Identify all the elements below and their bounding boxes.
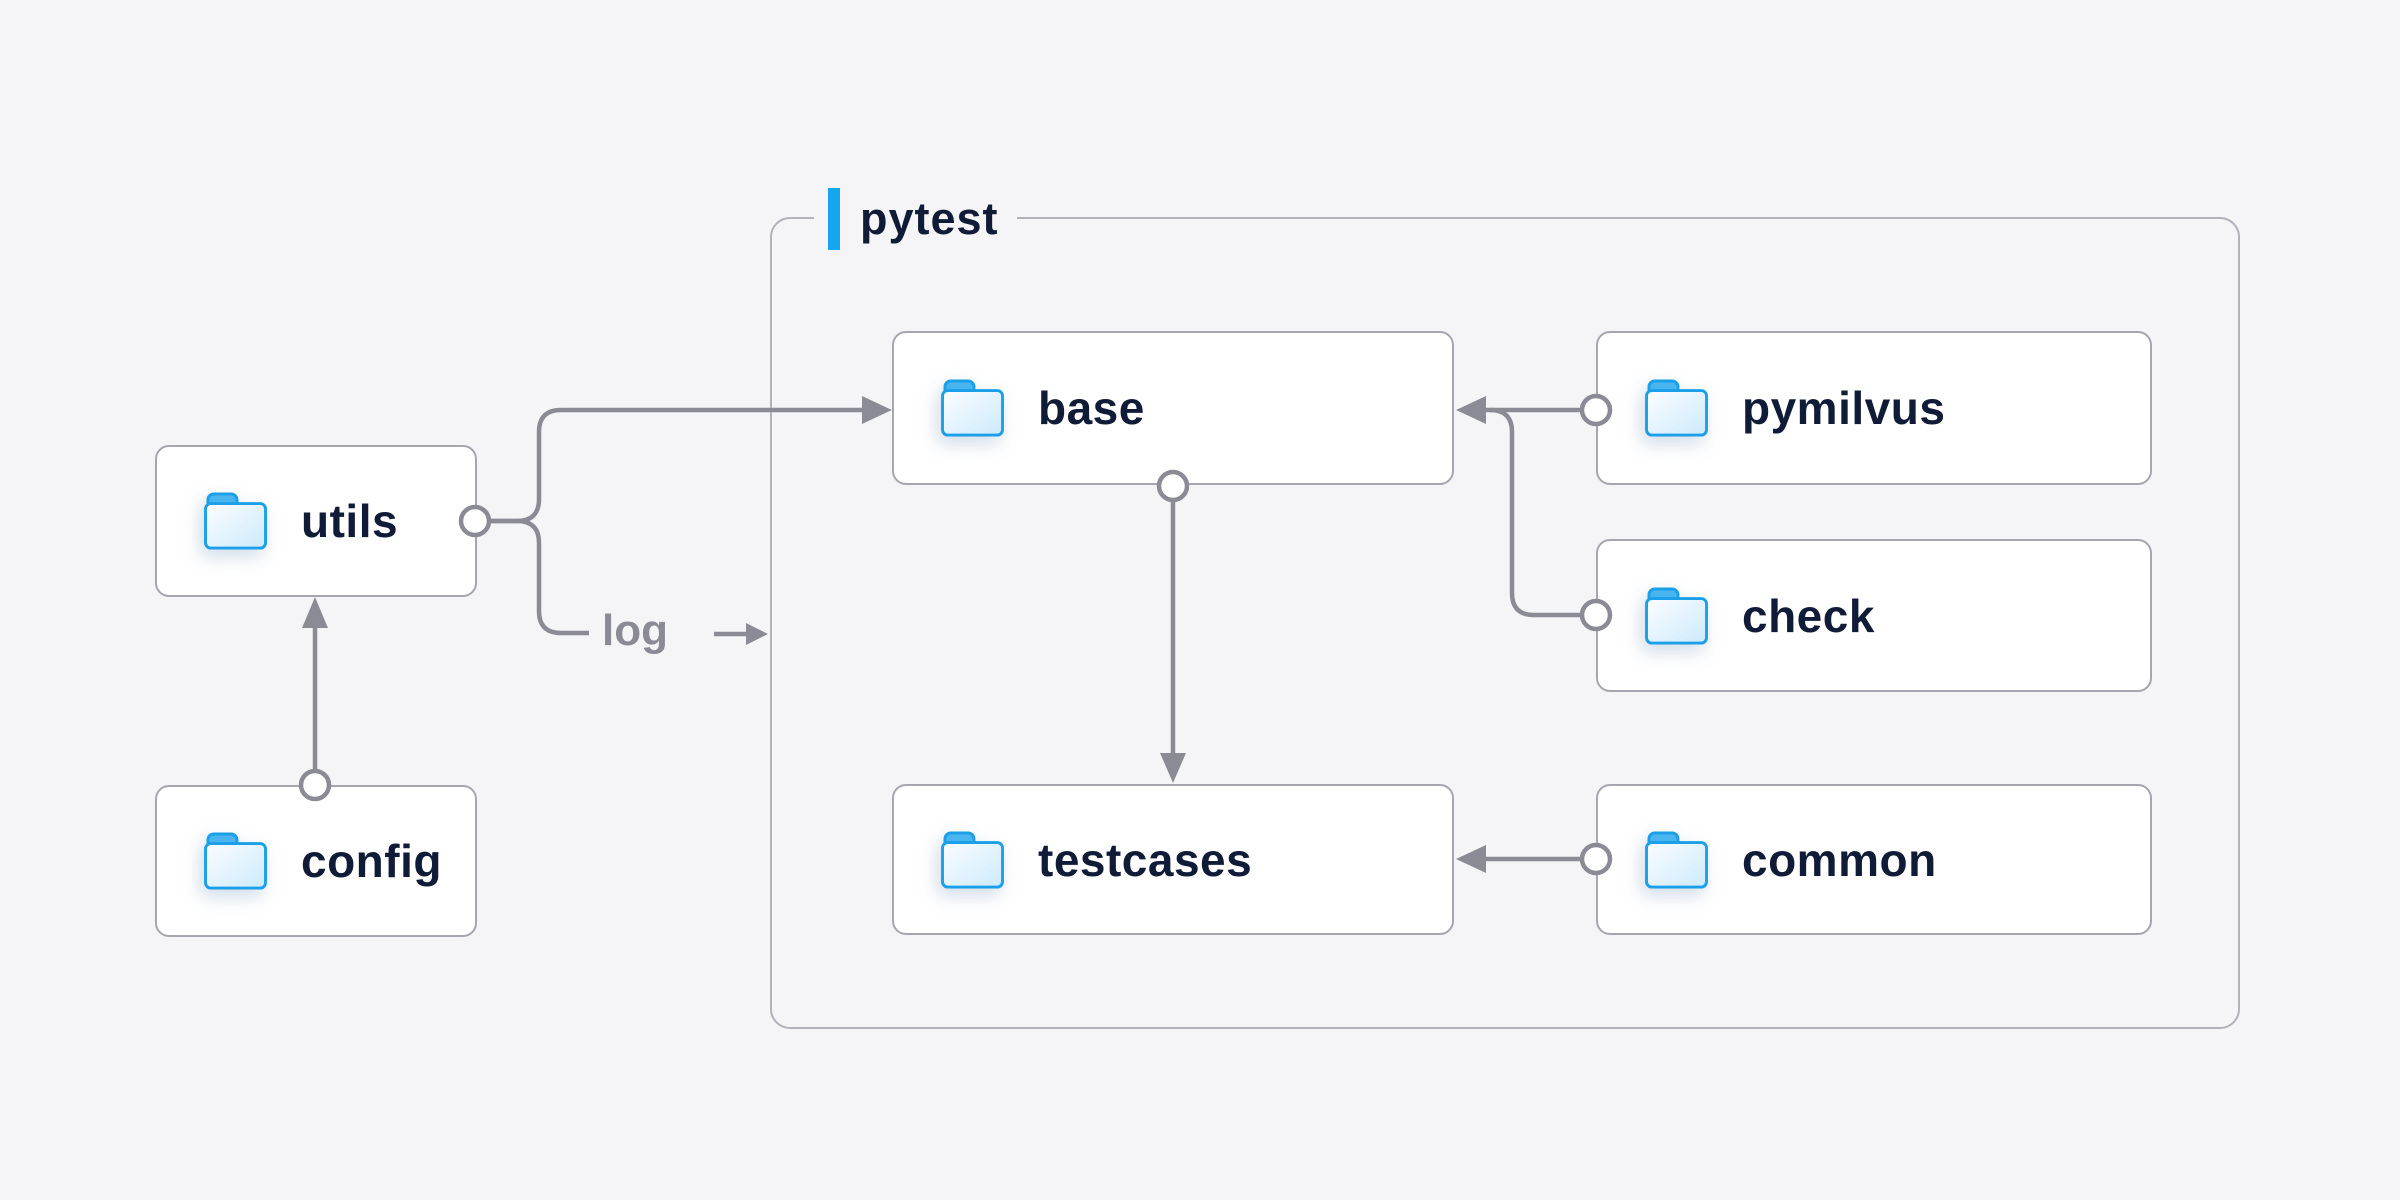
pytest-group-title: pytest bbox=[860, 193, 999, 244]
arrowhead-into-utils bbox=[302, 597, 328, 628]
node-base: base bbox=[892, 331, 1454, 485]
folder-icon bbox=[941, 379, 1004, 437]
node-check: check bbox=[1596, 539, 2152, 692]
node-check-label: check bbox=[1742, 589, 1875, 642]
folder-icon bbox=[1645, 830, 1708, 889]
folder-icon bbox=[204, 832, 267, 890]
node-testcases: testcases bbox=[892, 784, 1454, 935]
node-config: config bbox=[155, 785, 477, 937]
folder-icon bbox=[941, 830, 1004, 889]
node-pymilvus-label: pymilvus bbox=[1742, 382, 1946, 434]
edge-label-log: log bbox=[602, 606, 668, 655]
node-utils-label: utils bbox=[301, 495, 399, 547]
node-config-label: config bbox=[301, 835, 442, 887]
node-utils: utils bbox=[155, 445, 477, 597]
node-base-label: base bbox=[1038, 382, 1145, 434]
arrowhead-log bbox=[746, 623, 768, 645]
node-common-label: common bbox=[1742, 833, 1937, 886]
folder-icon bbox=[204, 492, 267, 550]
node-pymilvus: pymilvus bbox=[1596, 331, 2152, 485]
folder-icon bbox=[1645, 379, 1708, 437]
folder-icon bbox=[1645, 586, 1708, 645]
pytest-group-container: pytest bbox=[770, 186, 2240, 1029]
node-testcases-label: testcases bbox=[1038, 833, 1253, 886]
accent-bar bbox=[828, 188, 840, 250]
pytest-group-label: pytest bbox=[814, 186, 1017, 252]
node-common: common bbox=[1596, 784, 2152, 935]
